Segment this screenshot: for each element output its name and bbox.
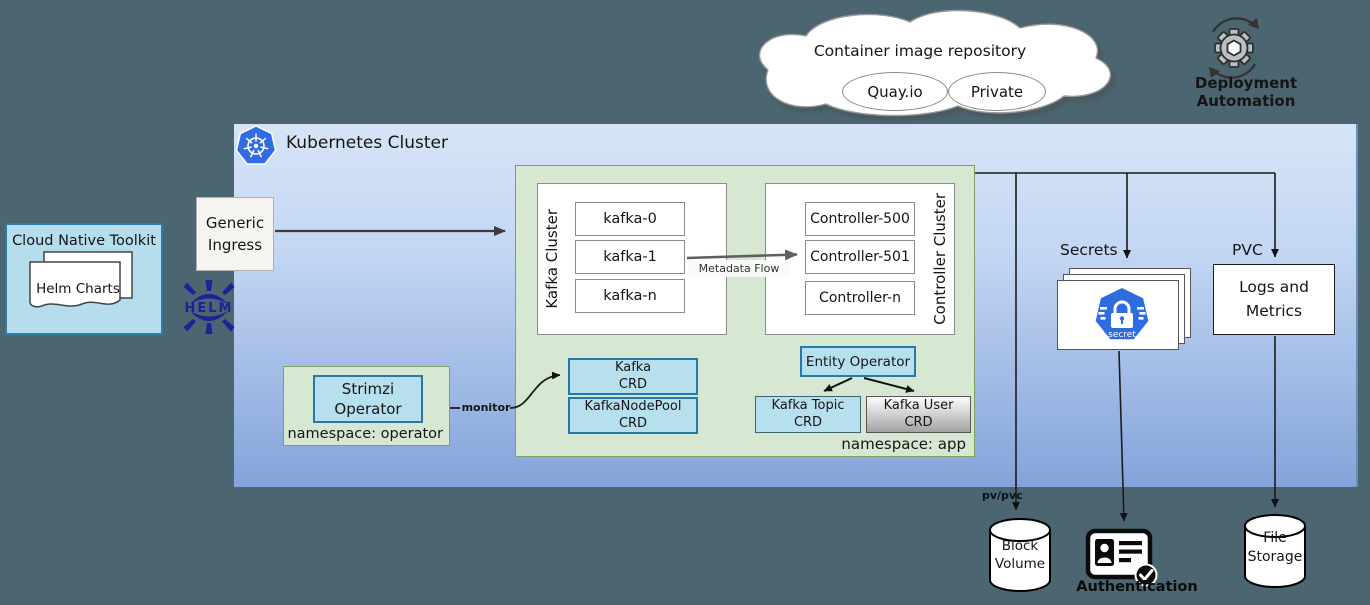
secrets-label: Secrets: [1060, 241, 1118, 259]
kafka-cluster-label: Kafka Cluster: [543, 209, 561, 309]
file-storage-label: File Storage: [1247, 530, 1303, 565]
registry-private: Private: [948, 72, 1046, 111]
namespace-app-label: namespace: app: [841, 435, 966, 453]
strimzi-operator-box: Strimzi Operator: [313, 375, 423, 423]
broker-kafka-n: kafka-n: [575, 279, 685, 313]
gear-sync-icon: [1209, 17, 1259, 79]
broker-kafka-1: kafka-1: [575, 240, 685, 274]
registry-quay: Quay.io: [842, 72, 948, 111]
id-card-icon: [1085, 528, 1158, 587]
kafka-topic-crd-box: Kafka Topic CRD: [755, 396, 861, 433]
secret-icon-text: secret: [1108, 330, 1136, 340]
helm-icon: HELM: [183, 280, 235, 334]
cloud-title: Container image repository: [813, 42, 1027, 60]
kafka-nodepool-crd-box: KafkaNodePool CRD: [568, 397, 698, 434]
metadata-flow-label: Metadata Flow: [688, 260, 790, 277]
automation-label: Deployment Automation: [1194, 74, 1298, 110]
kafka-user-crd-box: Kafka User CRD: [866, 396, 971, 433]
document-icon: [29, 251, 133, 308]
namespace-operator-label: namespace: operator: [287, 426, 443, 442]
entity-operator-box: Entity Operator: [800, 346, 916, 377]
generic-ingress-box: Generic Ingress: [196, 197, 274, 271]
kafka-crd-box: Kafka CRD: [568, 358, 698, 395]
controller-n: Controller-n: [805, 281, 915, 315]
checkmark-icon: [1134, 563, 1158, 587]
kubernetes-icon: [235, 125, 277, 165]
controller-500: Controller-500: [805, 202, 915, 236]
helm-charts-label: Helm Charts: [36, 281, 120, 297]
cluster-title: Kubernetes Cluster: [286, 133, 448, 153]
monitor-label: monitor: [461, 400, 511, 414]
pv-pvc-label: pv/pvc: [982, 489, 1023, 502]
secret-icon: secret: [1095, 288, 1149, 340]
file-storage-cylinder: [1244, 514, 1306, 588]
toolkit-title: Cloud Native Toolkit: [12, 233, 156, 249]
helm-label: HELM: [185, 301, 234, 316]
authentication-label: Authentication: [1076, 579, 1198, 595]
controller-501: Controller-501: [805, 240, 915, 274]
block-volume-label: Block Volume: [994, 537, 1046, 572]
controller-cluster-label: Controller Cluster: [931, 193, 949, 325]
broker-kafka-0: kafka-0: [575, 202, 685, 236]
pvc-label: PVC: [1232, 241, 1263, 259]
block-volume-cylinder: [989, 518, 1051, 592]
logs-metrics-box: Logs and Metrics: [1213, 264, 1335, 335]
